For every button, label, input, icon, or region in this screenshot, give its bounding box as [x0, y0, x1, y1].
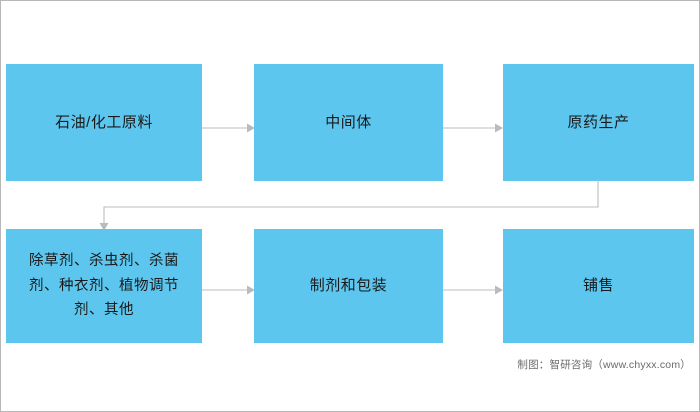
flow-node-sales-label: 铺售	[582, 277, 614, 295]
flow-node-api-production-label: 原药生产	[567, 113, 630, 131]
connector-api-to-products	[96, 179, 616, 235]
flow-node-products-label: 除草剂、杀虫剂、杀菌剂、种衣剂、植物调节剂、其他	[29, 253, 179, 319]
arrow-right-icon	[443, 285, 503, 295]
arrow-elbow-down-left-icon	[99, 179, 599, 231]
connector-products-to-formulation	[202, 275, 256, 305]
flow-node-formulation-packaging[interactable]: 制剂和包装	[254, 229, 443, 343]
flow-node-formulation-packaging-label: 制剂和包装	[309, 277, 388, 295]
connector-intermediate-to-api	[443, 113, 505, 143]
arrow-right-icon	[202, 285, 255, 295]
flow-node-feedstock[interactable]: 石油/化工原料	[6, 64, 202, 181]
credit-attribution: 制图：智研咨询（www.chyxx.com）	[517, 359, 691, 371]
flow-node-api-production[interactable]: 原药生产	[503, 64, 694, 181]
arrow-right-icon	[443, 123, 503, 133]
flow-node-intermediate-label: 中间体	[325, 113, 372, 131]
connector-feedstock-to-intermediate	[202, 113, 256, 143]
connector-formulation-to-sales	[443, 275, 505, 305]
flow-node-sales[interactable]: 铺售	[503, 229, 694, 343]
flow-node-intermediate[interactable]: 中间体	[254, 64, 443, 181]
flow-node-feedstock-label: 石油/化工原料	[55, 113, 153, 131]
flow-node-products[interactable]: 除草剂、杀虫剂、杀菌剂、种衣剂、植物调节剂、其他	[6, 229, 202, 343]
arrow-right-icon	[202, 123, 255, 133]
